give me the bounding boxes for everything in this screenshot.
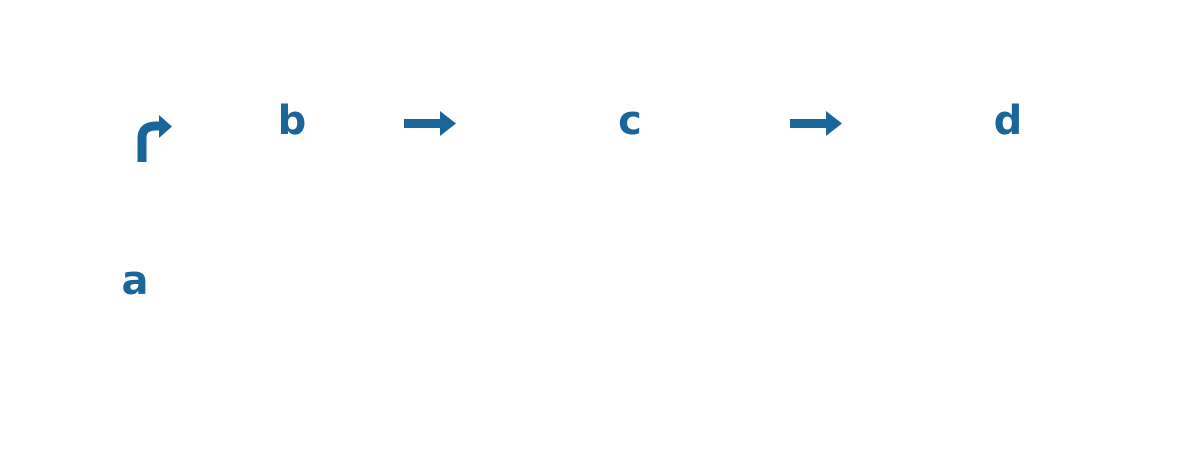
arrow-b-to-c-icon	[404, 111, 456, 136]
node-a-label: a	[121, 258, 149, 304]
node-d-label: d	[993, 98, 1023, 144]
arrow-a-to-b-icon	[137, 115, 172, 162]
node-c-label: c	[618, 98, 642, 144]
arrow-c-to-d-icon	[790, 111, 842, 136]
node-b-label: b	[277, 98, 307, 144]
